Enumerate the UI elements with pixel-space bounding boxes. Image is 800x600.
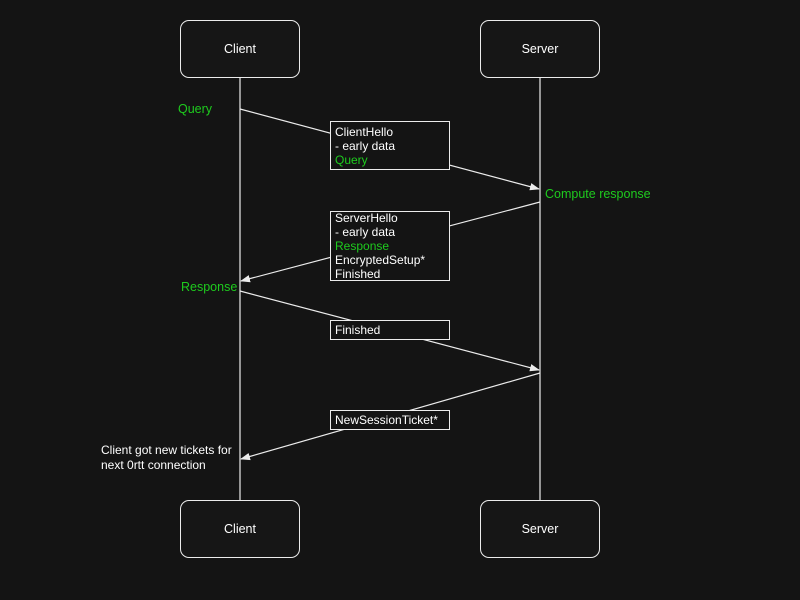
- annotation-compute-response: Compute response: [545, 187, 651, 201]
- message-box-new-session-ticket: NewSessionTicket*: [330, 410, 450, 430]
- message-line: Finished: [335, 267, 381, 281]
- message-line: NewSessionTicket*: [335, 413, 438, 427]
- actor-client-bottom-label: Client: [224, 522, 256, 536]
- actor-server-bottom: Server: [480, 500, 600, 558]
- actor-client-top: Client: [180, 20, 300, 78]
- message-line: EncryptedSetup*: [335, 253, 426, 267]
- actor-server-top-label: Server: [521, 42, 559, 56]
- message-line: Query: [335, 152, 368, 167]
- message-box-finished: Finished: [330, 320, 450, 340]
- annotation-new-tickets-note: Client got new tickets for next 0rtt con…: [101, 443, 232, 472]
- message-line: - early data: [335, 138, 396, 153]
- message-line: Response: [335, 239, 390, 253]
- annotation-response: Response: [181, 280, 238, 294]
- message-line: - early data: [335, 225, 396, 239]
- message-line: ClientHello: [335, 124, 394, 139]
- actor-client-bottom: Client: [180, 500, 300, 558]
- actor-client-top-label: Client: [224, 42, 256, 56]
- actor-server-top: Server: [480, 20, 600, 78]
- annotation-query: Query: [178, 102, 213, 116]
- message-box-server-hello: ServerHello - early data Response Encryp…: [330, 211, 450, 281]
- message-box-client-hello: ClientHello - early data Query: [330, 121, 450, 170]
- actor-server-bottom-label: Server: [521, 522, 559, 536]
- message-line: ServerHello: [335, 211, 398, 225]
- message-line: Finished: [335, 323, 381, 337]
